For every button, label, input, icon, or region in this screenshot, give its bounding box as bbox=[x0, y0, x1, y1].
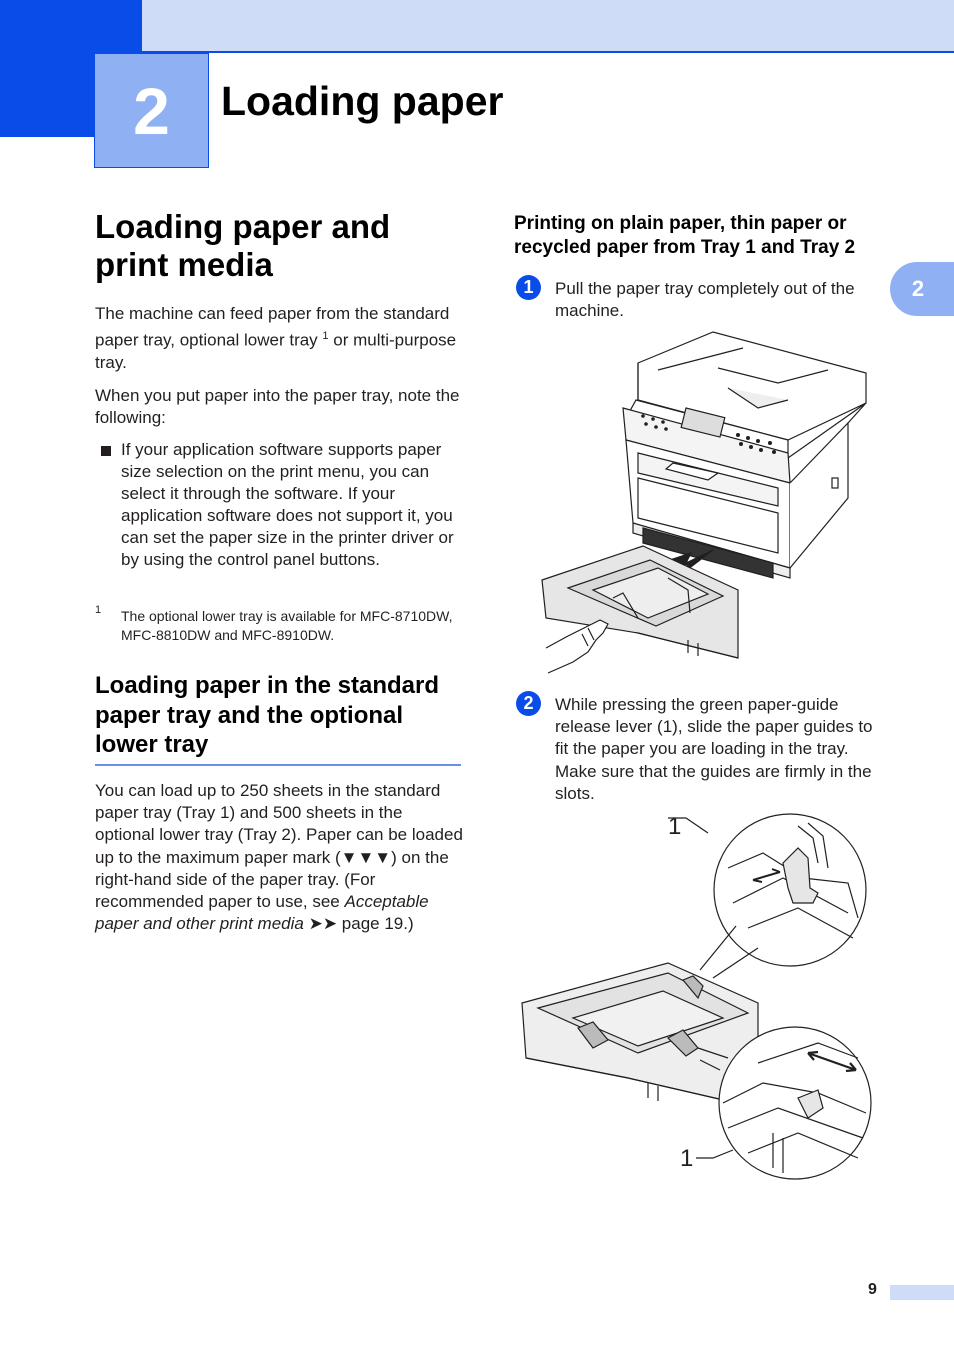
header-rule bbox=[142, 51, 954, 53]
intro-paragraph: The machine can feed paper from the stan… bbox=[95, 303, 463, 374]
chapter-number: 2 bbox=[94, 53, 209, 168]
step-1-text: Pull the paper tray completely out of th… bbox=[555, 279, 855, 321]
section-title-loading-paper-and-print-media: Loading paper and print media bbox=[95, 208, 391, 283]
note-paragraph: When you put paper into the paper tray, … bbox=[95, 386, 460, 427]
step-2-text: While pressing the green paper-guide rel… bbox=[555, 695, 873, 803]
printer-pull-tray-illustration bbox=[541, 331, 867, 674]
chapter-side-tab[interactable]: 2 bbox=[890, 262, 954, 316]
standard-tray-paragraph: You can load up to 250 sheets in the sta… bbox=[95, 780, 465, 935]
footnote-text: The optional lower tray is available for… bbox=[121, 608, 453, 643]
standard-tray-text-a: You can load up to 250 sheets in the sta… bbox=[95, 781, 463, 912]
cross-reference-link[interactable]: Acceptable paper and other print media bbox=[95, 892, 429, 934]
standard-tray-text-b: ➤➤ page 19.) bbox=[303, 914, 414, 934]
bullet-square-icon bbox=[101, 446, 111, 456]
section-rule bbox=[95, 764, 461, 766]
callout-label-top: 1 bbox=[668, 813, 681, 840]
intro-text-a: The machine can feed paper from the stan… bbox=[95, 304, 450, 350]
callout-label-bottom: 1 bbox=[680, 1145, 693, 1172]
page-number: 9 bbox=[868, 1281, 877, 1298]
footer-band bbox=[890, 1285, 954, 1300]
step-2-number: 2 bbox=[516, 691, 541, 716]
footnote-number: 1 bbox=[95, 604, 102, 616]
footnote-ref[interactable]: 1 bbox=[322, 330, 329, 342]
bullet-item: If your application software supports pa… bbox=[101, 439, 461, 571]
intro-text-b: or multi-purpose tray. bbox=[95, 330, 457, 372]
step-1-number: 1 bbox=[516, 275, 541, 300]
header-band bbox=[0, 0, 954, 52]
bullet-text: If your application software supports pa… bbox=[121, 440, 454, 569]
section-title-printing-plain-paper: Printing on plain paper, thin paper or r… bbox=[514, 213, 856, 258]
chapter-title: Loading paper bbox=[221, 78, 504, 124]
paper-guides-illustration: 1 1 bbox=[521, 813, 872, 1180]
section-title-standard-tray: Loading paper in the standard paper tray… bbox=[95, 672, 440, 758]
